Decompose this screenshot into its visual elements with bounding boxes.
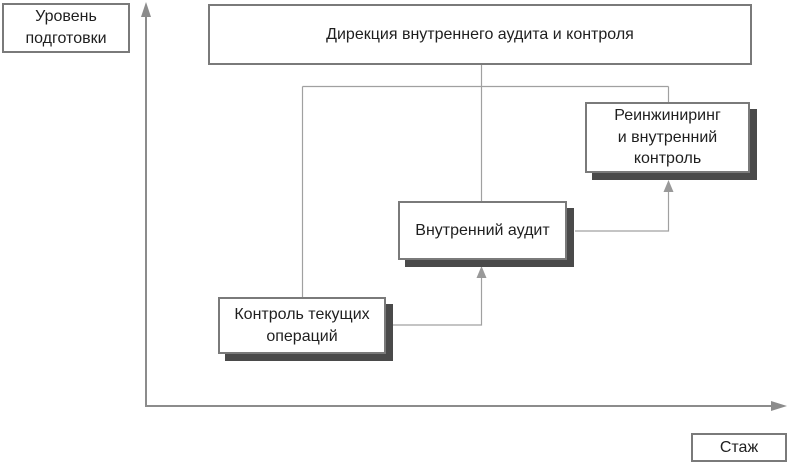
step-arrow-2-head-icon <box>663 180 674 192</box>
x-axis-label: Стаж <box>719 438 759 456</box>
stage-box-reengineering-label: Реинжиниринг и внутренний контроль <box>614 107 721 168</box>
root-box-label: Дирекция внутреннего аудита и контроля <box>326 25 634 43</box>
step-arrow-1-line <box>393 276 483 326</box>
stage-box-reengineering: Реинжиниринг и внутренний контроль <box>585 102 750 173</box>
y-axis-label-box: Уровень подготовки <box>2 3 130 53</box>
step-arrow-1-head-icon <box>476 266 487 278</box>
root-box-directorate: Дирекция внутреннего аудита и контроля <box>208 4 752 65</box>
stage-box-current-operations-label: Контроль текущих операций <box>234 305 370 345</box>
stage-box-internal-audit: Внутренний аудит <box>398 201 567 260</box>
x-axis-label-box: Стаж <box>691 433 787 462</box>
y-axis-arrowhead-icon <box>141 2 151 17</box>
stage-box-internal-audit-label: Внутренний аудит <box>415 221 550 239</box>
y-axis-label: Уровень подготовки <box>25 8 107 47</box>
step-arrow-2-line <box>575 190 670 232</box>
x-axis-arrowhead-icon <box>771 401 787 411</box>
axes-lines <box>145 14 772 407</box>
stage-box-current-operations: Контроль текущих операций <box>218 297 386 354</box>
